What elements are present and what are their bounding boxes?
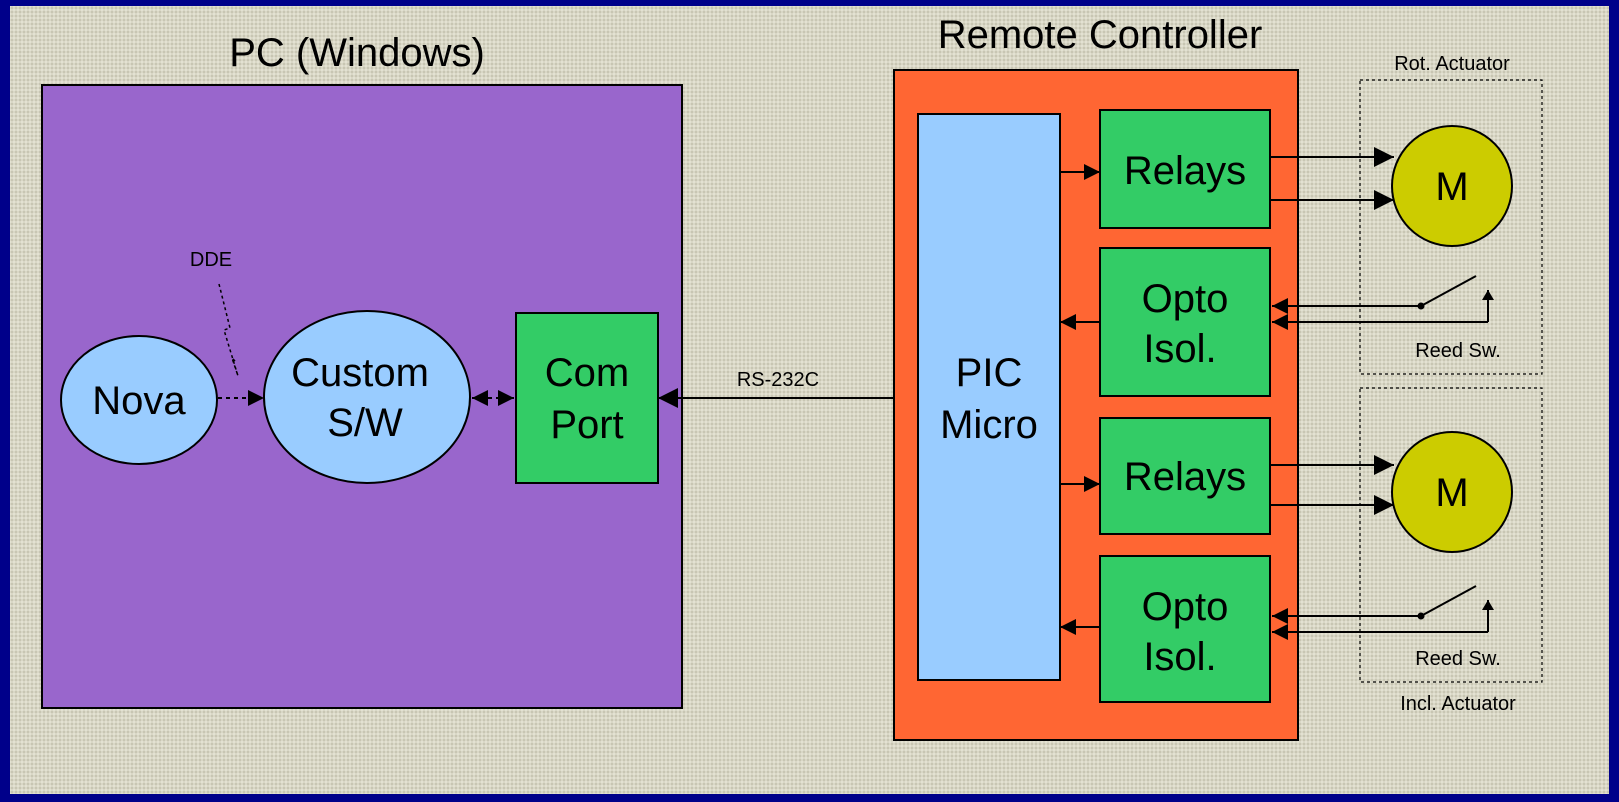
opto-top-line1: Opto	[1142, 277, 1229, 321]
rs232-label: RS-232C	[737, 369, 819, 391]
dde-label: DDE	[190, 249, 232, 271]
dde-link	[218, 283, 239, 377]
pic-line2: Micro	[940, 403, 1038, 447]
incl-reed-label: Reed Sw.	[1415, 648, 1501, 670]
opto-bottom-line1: Opto	[1142, 585, 1229, 629]
com-port-line1: Com	[545, 351, 629, 395]
rot-actuator-box	[1359, 79, 1543, 375]
custom-sw-node	[263, 310, 471, 484]
rot-reed-label: Reed Sw.	[1415, 340, 1501, 362]
incl-motor-label: M	[1435, 471, 1468, 515]
rot-motor	[1391, 125, 1513, 247]
incl-actuator-title: Incl. Actuator	[1400, 693, 1516, 715]
nova-label: Nova	[92, 379, 186, 423]
relays-top-block	[1099, 109, 1271, 229]
opto-top-line2: Isol.	[1143, 327, 1216, 371]
reed-top-post-arrow	[1482, 290, 1494, 300]
incl-actuator-box	[1359, 387, 1543, 683]
reed-top-blade	[1420, 275, 1477, 307]
relays-top-label: Relays	[1124, 149, 1246, 193]
com-port-block	[515, 312, 659, 484]
pic-line1: PIC	[956, 351, 1023, 395]
remote-title: Remote Controller	[938, 13, 1263, 57]
rot-motor-label: M	[1435, 165, 1468, 209]
custom-sw-line2: S/W	[327, 401, 403, 445]
pic-micro-block	[917, 113, 1061, 681]
pc-title: PC (Windows)	[229, 31, 485, 75]
opto-bottom-line2: Isol.	[1143, 635, 1216, 679]
opto-top-block	[1099, 247, 1271, 397]
reed-bottom-blade	[1420, 585, 1477, 617]
opto-bottom-block	[1099, 555, 1271, 703]
nova-node	[60, 335, 218, 465]
com-port-line2: Port	[550, 403, 623, 447]
rot-actuator-title: Rot. Actuator	[1394, 53, 1510, 75]
reed-bottom-post-arrow	[1482, 600, 1494, 610]
custom-sw-line1: Custom	[291, 351, 429, 395]
relays-bottom-label: Relays	[1124, 455, 1246, 499]
incl-motor	[1391, 431, 1513, 553]
relays-bottom-block	[1099, 417, 1271, 535]
